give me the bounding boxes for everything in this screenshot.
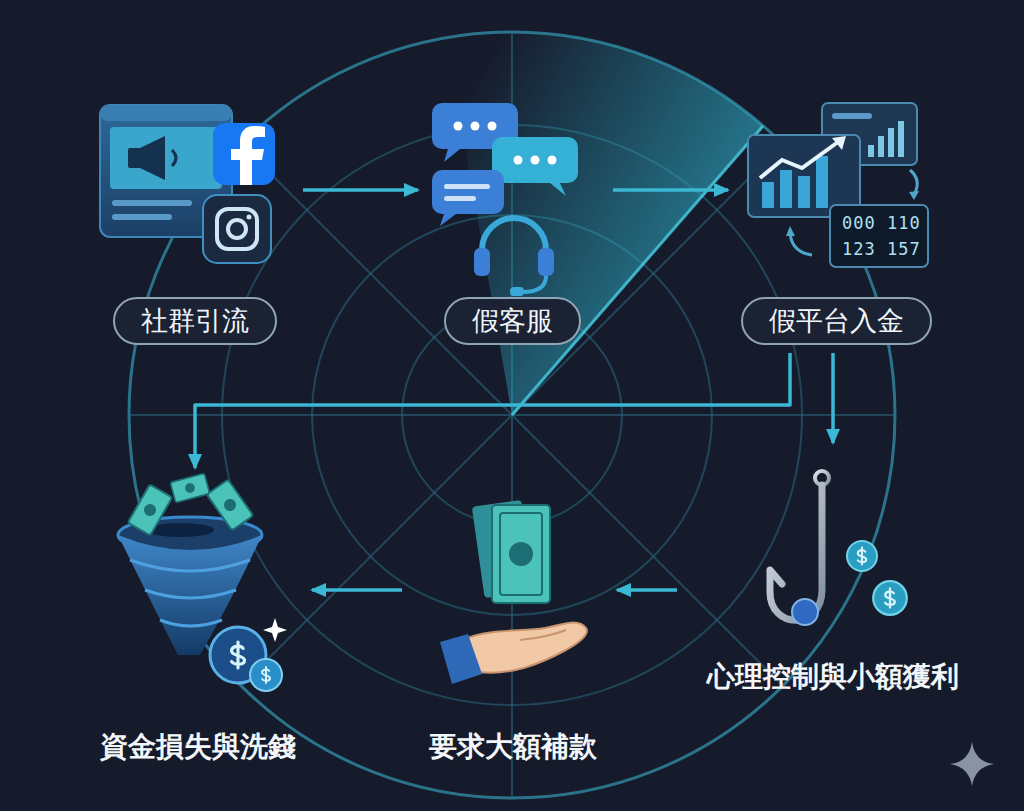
platform-icon bbox=[748, 103, 928, 267]
display-digits: 123 157 bbox=[842, 238, 921, 260]
flow-arrow bbox=[831, 353, 835, 443]
flow-arrow bbox=[303, 188, 418, 192]
step-label: 要求大額補款 bbox=[425, 729, 601, 765]
step-node: 社群引流 bbox=[95, 95, 295, 345]
step-node: 要求大額補款 bbox=[410, 495, 615, 765]
hook-icon bbox=[770, 471, 907, 625]
step-label: 心理控制與小額獲利 bbox=[703, 659, 963, 695]
flow-arrow bbox=[195, 353, 790, 468]
step-node: 假客服 bbox=[420, 95, 605, 345]
chat-icon bbox=[432, 103, 578, 296]
flow-arrow bbox=[312, 588, 402, 592]
social-icon bbox=[100, 105, 275, 263]
hand-money-icon bbox=[440, 500, 587, 684]
tornado-icon bbox=[118, 473, 287, 691]
step-pill-label: 假平台入金 bbox=[741, 297, 932, 345]
step-pill-label: 社群引流 bbox=[113, 297, 277, 345]
step-node: 資金損失與洗錢 bbox=[85, 470, 310, 765]
display-digits: 000 110 bbox=[842, 212, 921, 234]
flow-arrow bbox=[613, 188, 728, 192]
step-pill-label: 假客服 bbox=[444, 297, 581, 345]
step-node: 心理控制與小額獲利 bbox=[685, 445, 980, 695]
flow-arrow bbox=[617, 588, 677, 592]
step-label: 資金損失與洗錢 bbox=[96, 729, 300, 765]
radar-sweep bbox=[446, 32, 763, 415]
sparkle-mark bbox=[950, 742, 994, 786]
